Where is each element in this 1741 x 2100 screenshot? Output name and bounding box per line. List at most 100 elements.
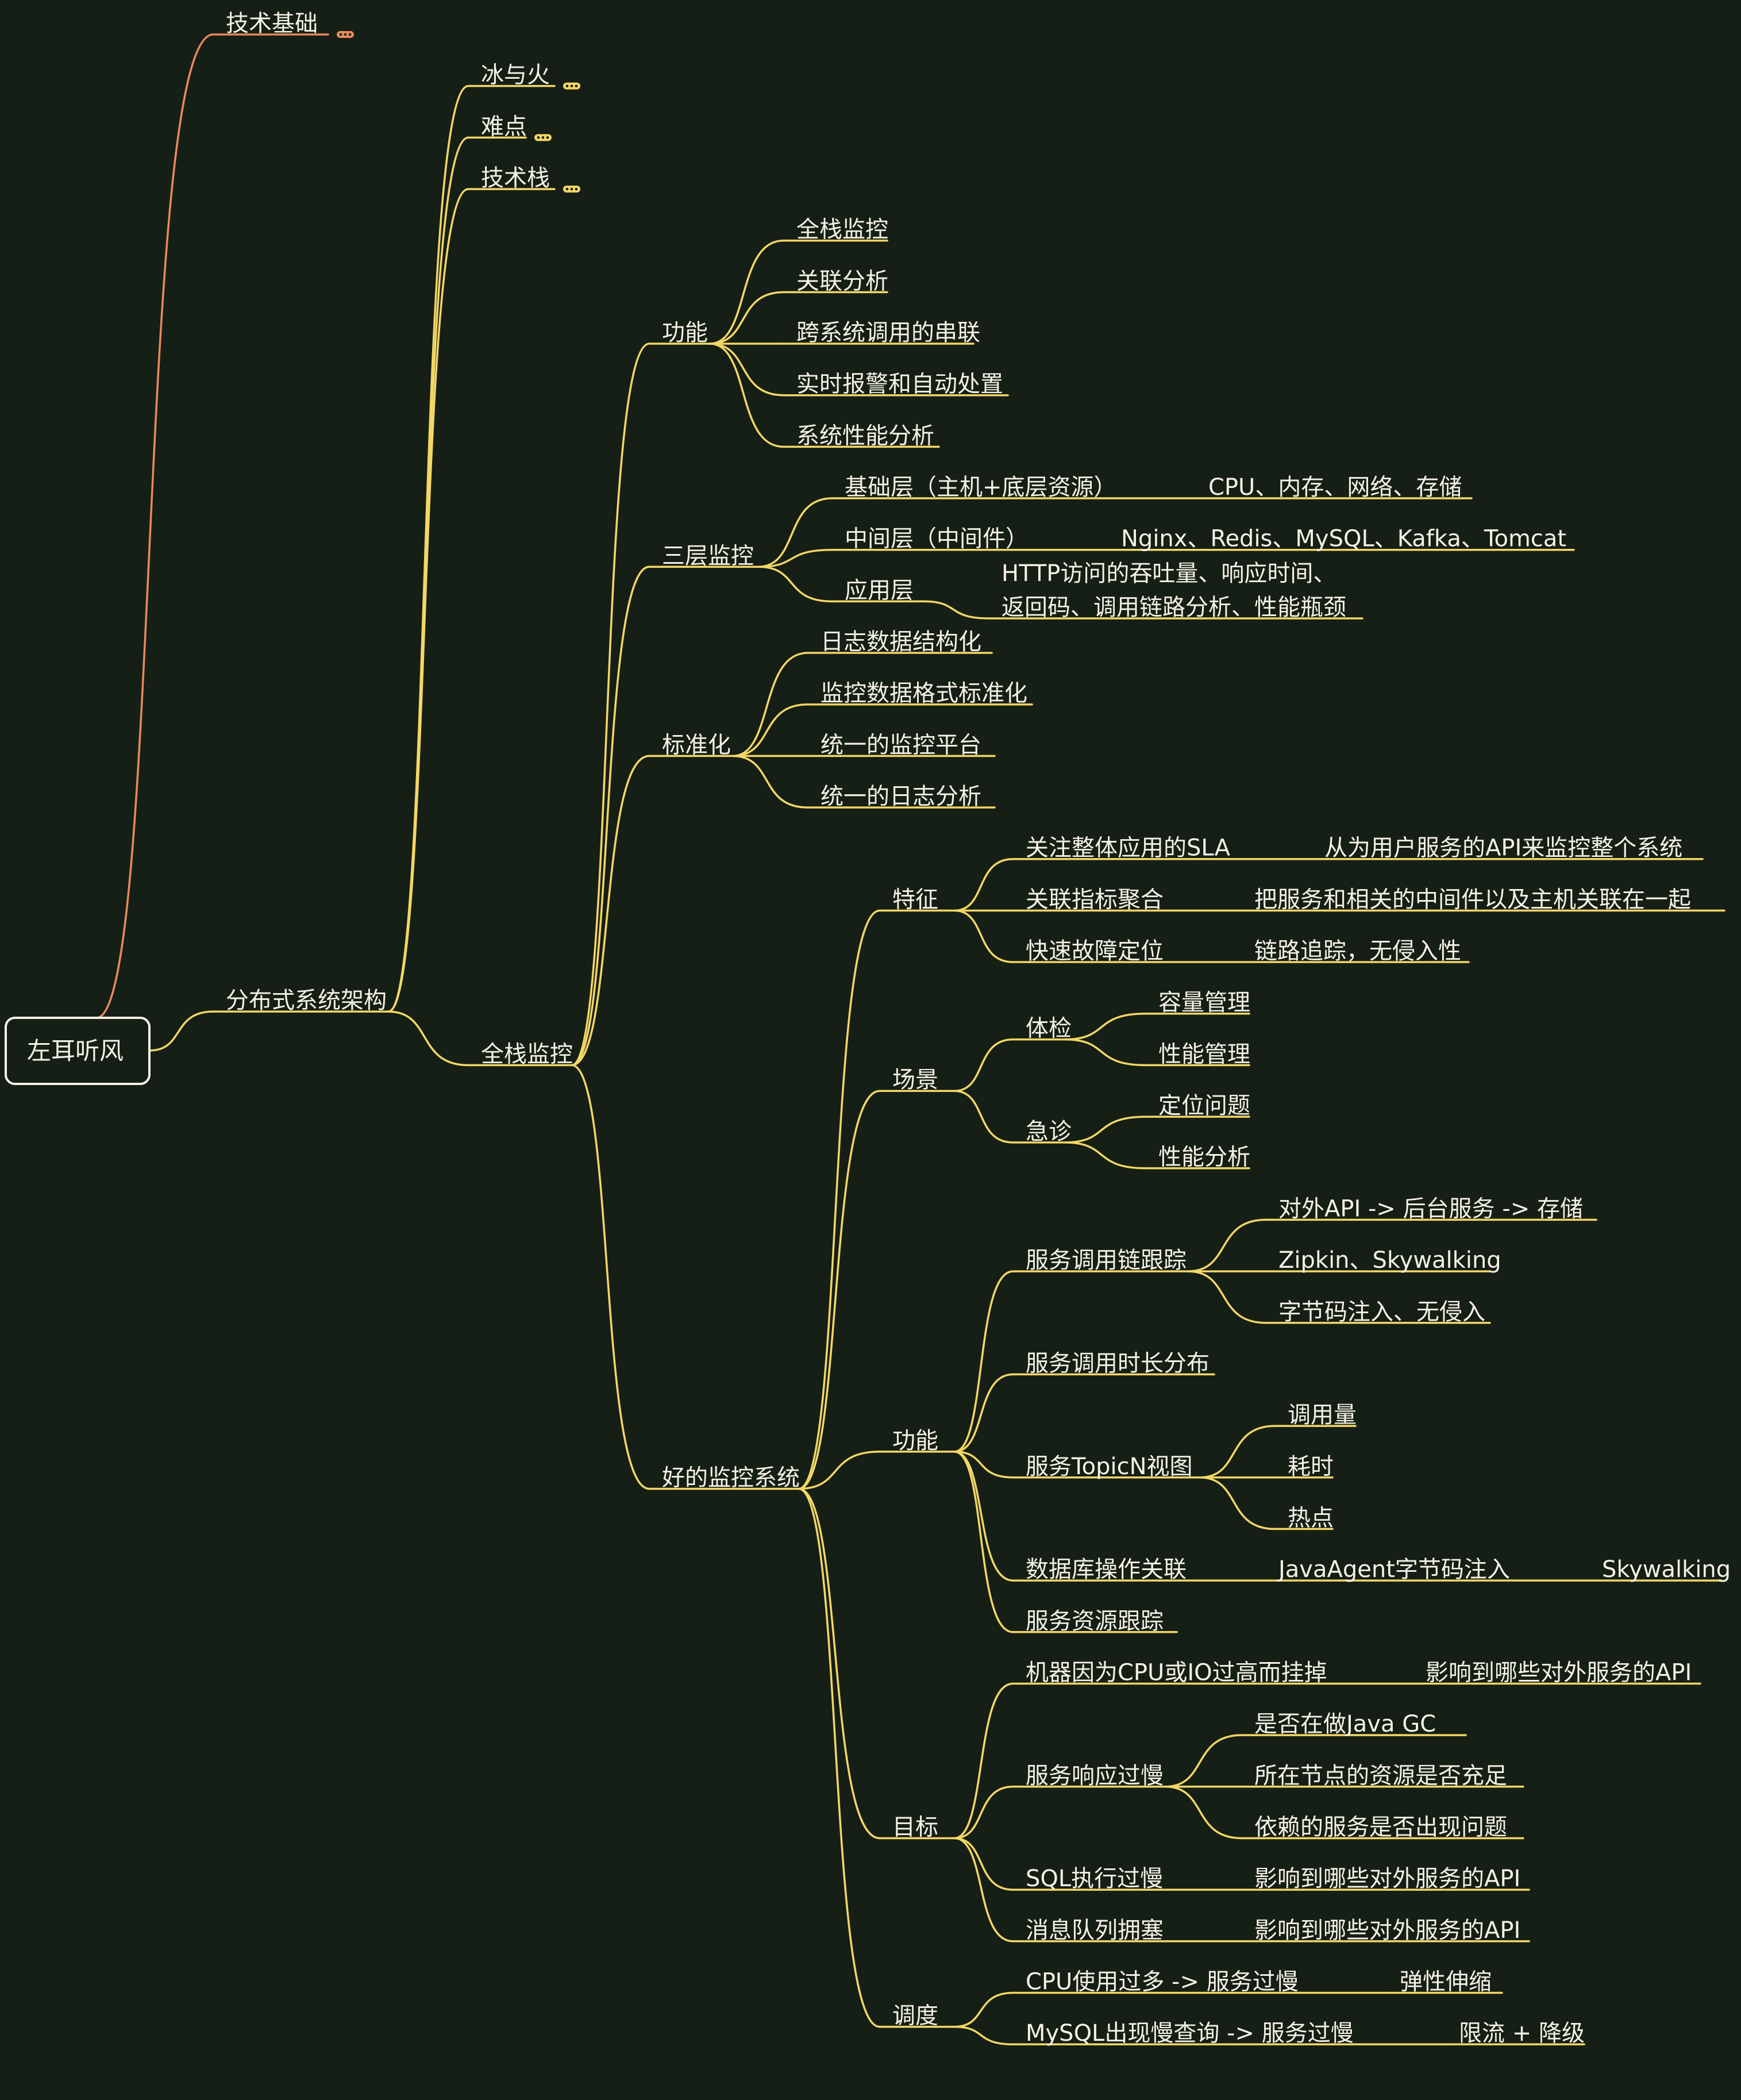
topic-冰与火[interactable]: 冰与火 <box>481 62 550 89</box>
topic-全栈监控[interactable]: 全栈监控 <box>796 217 888 243</box>
topic-服务资源跟踪[interactable]: 服务资源跟踪 <box>1026 1608 1164 1634</box>
topic-关注整体应用的sla[interactable]: 关注整体应用的SLA <box>1026 835 1231 861</box>
topic-基础层-主机-底层资源[interactable]: 基础层（主机+底层资源） <box>845 474 1117 501</box>
branch-connectors <box>95 33 1725 2045</box>
collapsed-dot-icon <box>570 84 573 87</box>
topic-定位问题[interactable]: 定位问题 <box>1158 1093 1250 1119</box>
topic-弹性伸缩[interactable]: 弹性伸缩 <box>1400 1968 1492 1995</box>
branch-curve <box>953 1451 1014 1582</box>
topic-监控数据格式标准化[interactable]: 监控数据格式标准化 <box>821 680 1027 707</box>
topic-三层监控[interactable]: 三层监控 <box>662 543 754 569</box>
collapsed-dot-icon <box>575 187 578 191</box>
topic-快速故障定位[interactable]: 快速故障定位 <box>1026 938 1164 964</box>
topic-sql执行过慢[interactable]: SQL执行过慢 <box>1026 1866 1163 1892</box>
branch-curve <box>1064 1012 1147 1041</box>
branch-curve <box>953 857 1014 912</box>
topic-热点[interactable]: 热点 <box>1288 1505 1334 1531</box>
collapsed-dot-icon <box>565 84 569 87</box>
topic-目标[interactable]: 目标 <box>892 1814 938 1840</box>
collapsed-dot-icon <box>570 187 573 191</box>
topic-功能[interactable]: 功能 <box>662 320 708 346</box>
topic-统一的日志分析[interactable]: 统一的日志分析 <box>821 783 981 810</box>
topic-zipkin-skywalking[interactable]: Zipkin、Skywalking <box>1278 1247 1501 1274</box>
branch-curve <box>798 1451 881 1490</box>
topic-nginx-redis-mysql-kafka-tomcat[interactable]: Nginx、Redis、MySQL、Kafka、Tomcat <box>1121 526 1566 552</box>
topic-急诊[interactable]: 急诊 <box>1026 1118 1072 1145</box>
branch-curve <box>731 652 809 757</box>
topic-服务响应过慢[interactable]: 服务响应过慢 <box>1026 1763 1164 1789</box>
topic-关联分析[interactable]: 关联分析 <box>796 268 888 294</box>
branch-curve <box>923 600 990 620</box>
topic-影响到哪些对外服务的api[interactable]: 影响到哪些对外服务的API <box>1254 1866 1520 1892</box>
topic-把服务和相关的中间件以及主机关联在一起[interactable]: 把服务和相关的中间件以及主机关联在一起 <box>1254 886 1691 913</box>
branch-curve <box>1164 1786 1243 1840</box>
topic-关联指标聚合[interactable]: 关联指标聚合 <box>1026 886 1164 913</box>
topic-实时报警和自动处置[interactable]: 实时报警和自动处置 <box>796 371 1003 398</box>
topic-消息队列拥塞[interactable]: 消息队列拥塞 <box>1026 1917 1164 1944</box>
root-topic-box[interactable] <box>5 1017 151 1085</box>
collapsed-dot-icon <box>339 33 342 36</box>
topic-服务调用链跟踪[interactable]: 服务调用链跟踪 <box>1026 1247 1187 1274</box>
branch-curve <box>757 548 833 568</box>
topic-skywalking[interactable]: Skywalking <box>1602 1556 1731 1583</box>
topic-分布式系统架构[interactable]: 分布式系统架构 <box>226 987 387 1014</box>
topic-http访问的吞吐量-响应时间-line2[interactable]: 返回码、调用链路分析、性能瓶颈 <box>1002 594 1346 621</box>
topic-全栈监控[interactable]: 全栈监控 <box>481 1041 573 1067</box>
topic-统一的监控平台[interactable]: 统一的监控平台 <box>821 732 981 758</box>
topic-影响到哪些对外服务的api[interactable]: 影响到哪些对外服务的API <box>1426 1659 1692 1686</box>
branch-curve <box>387 188 469 1013</box>
topic-容量管理[interactable]: 容量管理 <box>1158 990 1250 1016</box>
branch-curve <box>953 1373 1014 1453</box>
topic-日志数据结构化[interactable]: 日志数据结构化 <box>821 629 981 655</box>
topic-耗时[interactable]: 耗时 <box>1288 1453 1334 1480</box>
topic-服务调用时长分布[interactable]: 服务调用时长分布 <box>1026 1350 1210 1376</box>
branch-curve <box>1187 1270 1267 1324</box>
topic-中间层-中间件[interactable]: 中间层（中间件） <box>845 526 1029 552</box>
topic-跨系统调用的串联[interactable]: 跨系统调用的串联 <box>796 320 980 346</box>
branch-curve <box>953 1038 1014 1092</box>
topic-性能分析[interactable]: 性能分析 <box>1158 1144 1250 1171</box>
topic-调度[interactable]: 调度 <box>892 2003 938 2029</box>
topic-难点[interactable]: 难点 <box>481 113 527 140</box>
collapsed-dot-icon <box>565 187 569 191</box>
topic-限流-降级[interactable]: 限流 + 降级 <box>1459 2020 1585 2047</box>
branch-curve <box>953 2025 1014 2045</box>
topic-标准化[interactable]: 标准化 <box>662 732 731 758</box>
topic-功能[interactable]: 功能 <box>892 1428 938 1454</box>
branch-curve <box>387 136 469 1013</box>
topic-是否在做java-gc[interactable]: 是否在做Java GC <box>1254 1711 1436 1737</box>
topic-cpu-内存-网络-存储[interactable]: CPU、内存、网络、存储 <box>1208 474 1462 501</box>
collapsed-dot-icon <box>546 136 549 139</box>
topic-所在节点的资源是否充足[interactable]: 所在节点的资源是否充足 <box>1254 1763 1507 1789</box>
topic-对外api-后台服务-存储[interactable]: 对外API -> 后台服务 -> 存储 <box>1278 1195 1583 1222</box>
collapsed-dot-icon <box>348 33 352 36</box>
topic-http访问的吞吐量-响应时间[interactable]: HTTP访问的吞吐量、响应时间、 <box>1002 560 1336 587</box>
topic-系统性能分析[interactable]: 系统性能分析 <box>796 422 934 449</box>
collapsed-dot-icon <box>575 84 578 87</box>
topic-字节码注入-无侵入[interactable]: 字节码注入、无侵入 <box>1278 1299 1485 1325</box>
topic-链路追踪-无侵入性[interactable]: 链路追踪，无侵入性 <box>1254 938 1461 964</box>
topic-从为用户服务的api来监控整个系统[interactable]: 从为用户服务的API来监控整个系统 <box>1324 835 1682 861</box>
topic-体检[interactable]: 体检 <box>1026 1016 1072 1042</box>
topic-技术栈[interactable]: 技术栈 <box>481 165 550 191</box>
branch-curve <box>953 1682 1014 1840</box>
root-topic-label: 左耳听风 <box>27 1037 124 1065</box>
topic-影响到哪些对外服务的api[interactable]: 影响到哪些对外服务的API <box>1254 1917 1520 1944</box>
branch-curve <box>571 343 650 1067</box>
branch-curve <box>571 755 650 1067</box>
topic-调用量[interactable]: 调用量 <box>1288 1402 1357 1428</box>
topic-mysql出现慢查询-服务过慢[interactable]: MySQL出现慢查询 -> 服务过慢 <box>1026 2020 1354 2047</box>
topic-技术基础[interactable]: 技术基础 <box>226 10 318 37</box>
topic-应用层[interactable]: 应用层 <box>845 577 914 603</box>
topic-特征[interactable]: 特征 <box>892 886 938 913</box>
topic-依赖的服务是否出现问题[interactable]: 依赖的服务是否出现问题 <box>1254 1814 1507 1840</box>
topic-好的监控系统[interactable]: 好的监控系统 <box>662 1464 800 1491</box>
topic-场景[interactable]: 场景 <box>892 1067 938 1093</box>
topic-数据库操作关联[interactable]: 数据库操作关联 <box>1026 1556 1187 1583</box>
topic-cpu使用过多-服务过慢[interactable]: CPU使用过多 -> 服务过慢 <box>1026 1968 1299 1995</box>
topic-性能管理[interactable]: 性能管理 <box>1158 1041 1250 1067</box>
topic-机器因为cpu或io过高而挂掉[interactable]: 机器因为CPU或IO过高而挂掉 <box>1026 1659 1327 1686</box>
topic-javaagent字节码注入[interactable]: JavaAgent字节码注入 <box>1277 1556 1510 1583</box>
topic-服务topicn视图[interactable]: 服务TopicN视图 <box>1026 1453 1193 1480</box>
